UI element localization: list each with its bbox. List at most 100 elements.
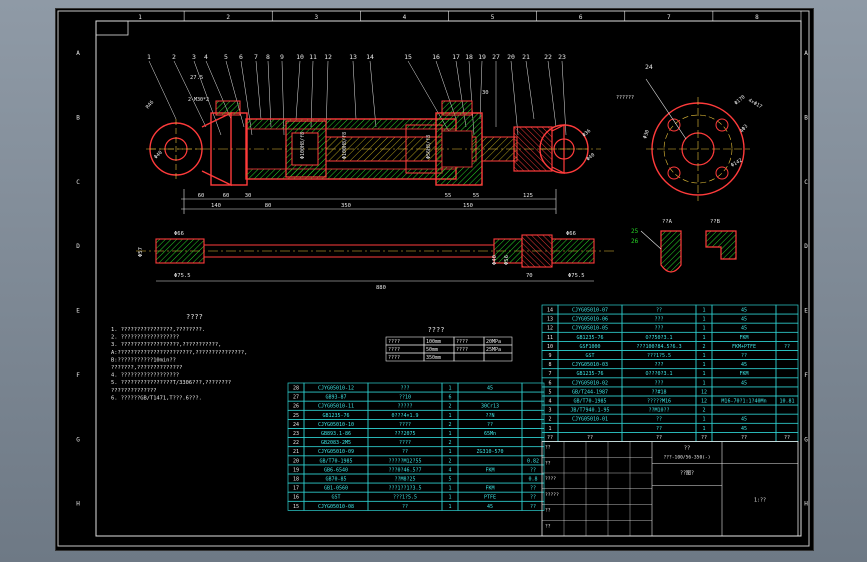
frame-zone-letter: E — [76, 308, 80, 315]
tech-requirement-item: ???????,?????????????? — [111, 365, 182, 371]
bom-cell-text: ??N — [485, 413, 494, 419]
bom-cell-text: ?? — [402, 449, 408, 455]
bom-cell-text: GB93-87 — [325, 395, 346, 401]
frame-zone-letter: C — [804, 179, 808, 186]
bom-header-text: ?? — [784, 435, 790, 441]
bom-cell-text: ?? — [530, 467, 536, 473]
tech-requirement-item: 5. ????????????????T/3306???,???????? — [111, 380, 231, 386]
body-dimension: Φ40 — [153, 150, 164, 161]
frame-zone-number: 1 — [138, 14, 142, 21]
frame-zone-letter: F — [804, 372, 808, 379]
frame-zone-number: 2 — [226, 14, 230, 21]
bom-cell — [775, 413, 799, 424]
bom-cell-text: 45 — [741, 326, 747, 332]
spec-cell — [453, 352, 485, 362]
bom-cell-text: ??#18 — [651, 389, 666, 395]
bom-cell-text: 4 — [448, 467, 451, 473]
bom-cell-text: GB1235-76 — [322, 413, 349, 419]
bottom-dimension: 140 — [211, 203, 221, 209]
part-number-label: 20 — [507, 53, 515, 61]
bom-cell-text: ?????M16 — [647, 399, 671, 405]
bom-cell-text: CJYG05010-08 — [318, 504, 354, 510]
bom-cell-text: 0.82 — [527, 458, 539, 464]
bom-cell-text: ?? — [530, 504, 536, 510]
bom-cell — [521, 382, 545, 393]
bom-cell-text: 0.8 — [528, 477, 537, 483]
cylinder-spec-table: ????????100mm????20MPa????50mm????25MPa?… — [385, 326, 513, 362]
bom-cell-text: ??? — [654, 362, 663, 368]
bom-cell-text: 1 — [448, 486, 451, 492]
part-number-label: 2 — [172, 53, 176, 61]
bom-cell-text: ???2075 — [394, 431, 415, 437]
bom-cell — [521, 428, 545, 438]
spec-cell — [483, 352, 513, 362]
top-dimension: 27.5 — [190, 75, 203, 81]
bom-cell-text: 22 — [293, 440, 299, 446]
bom-cell — [457, 437, 523, 448]
bom-cell-text: 3 — [548, 408, 551, 414]
spec-cell-text: ???? — [388, 355, 400, 361]
bottom-dimension: 30 — [245, 193, 252, 199]
rod-dimension: Φ75.5 — [174, 273, 191, 279]
leader-line — [561, 60, 567, 136]
frame-zone-letter: G — [76, 436, 80, 443]
bom-cell-text: 5 — [548, 389, 551, 395]
bom-cell-text: ??? — [654, 317, 663, 323]
part-number-label: 7 — [254, 53, 258, 61]
bom-cell — [711, 386, 777, 397]
part-number-label: 9 — [280, 53, 284, 61]
part-number-label: 14 — [366, 53, 374, 61]
bottom-dimension: 150 — [463, 203, 473, 209]
bom-cell-text: 25 — [293, 413, 299, 419]
bom-cell-text: 45 — [741, 317, 747, 323]
frame-zone-letter: E — [804, 308, 808, 315]
bom-cell-text: 10.81 — [779, 399, 794, 405]
spec-cell-text: 25MPa — [486, 347, 501, 353]
bom-cell-text: ???? — [399, 440, 411, 446]
rod-dimension: 880 — [376, 285, 386, 291]
bom-cell-text: 4 — [548, 399, 551, 405]
bom-cell-text: ??? — [400, 386, 409, 392]
tech-requirement-item: 4. ?????????????????? — [111, 373, 179, 379]
title-block-spec: ???-100/56-350(-) — [663, 455, 710, 461]
bom-cell-text: ???0?46.5?7 — [388, 467, 421, 473]
bom-cell-text: ?? — [487, 422, 493, 428]
bottom-dimension: 125 — [523, 193, 533, 199]
flange-dimension: 4×Φ17 — [747, 98, 763, 111]
bom-cell-text: 11 — [547, 335, 553, 341]
bom-cell — [557, 422, 623, 433]
leader-line — [547, 60, 557, 128]
bom-cell-text: 1 — [702, 335, 705, 341]
bottom-dimension: 60 — [198, 193, 205, 199]
flange-dimension: 4Φ3 — [739, 124, 749, 135]
frame-zone-letter: D — [804, 243, 808, 250]
bom-cell-text: 6 — [448, 395, 451, 401]
part-number-label: 16 — [432, 53, 440, 61]
part-number-label: 8 — [266, 53, 270, 61]
leader-line — [369, 60, 377, 128]
bom-cell-text: 1 — [702, 353, 705, 359]
bom-cell-text: ?????M12?55 — [388, 458, 421, 464]
section-label: ??B — [710, 219, 721, 225]
bom-cell — [521, 391, 545, 402]
part-number-label: 27 — [492, 53, 500, 61]
technical-requirements: ????1. ????????????????,????????.2. ????… — [111, 313, 247, 401]
bom-cell — [457, 473, 523, 484]
bom-cell-text: ?? — [530, 495, 536, 501]
bom-cell-text: GB1235-76 — [576, 371, 603, 377]
bottom-dimension: 80 — [265, 203, 272, 209]
bom-cell — [775, 350, 799, 360]
top-dimension: 2-M30*2 — [188, 97, 209, 103]
part-number-label: 18 — [465, 53, 473, 61]
bom-cell — [775, 386, 799, 397]
part-number-label: 23 — [558, 53, 566, 61]
frame-zone-letter: F — [76, 372, 80, 379]
part-number-label: 12 — [324, 53, 332, 61]
body-dimension: R46 — [145, 100, 155, 111]
